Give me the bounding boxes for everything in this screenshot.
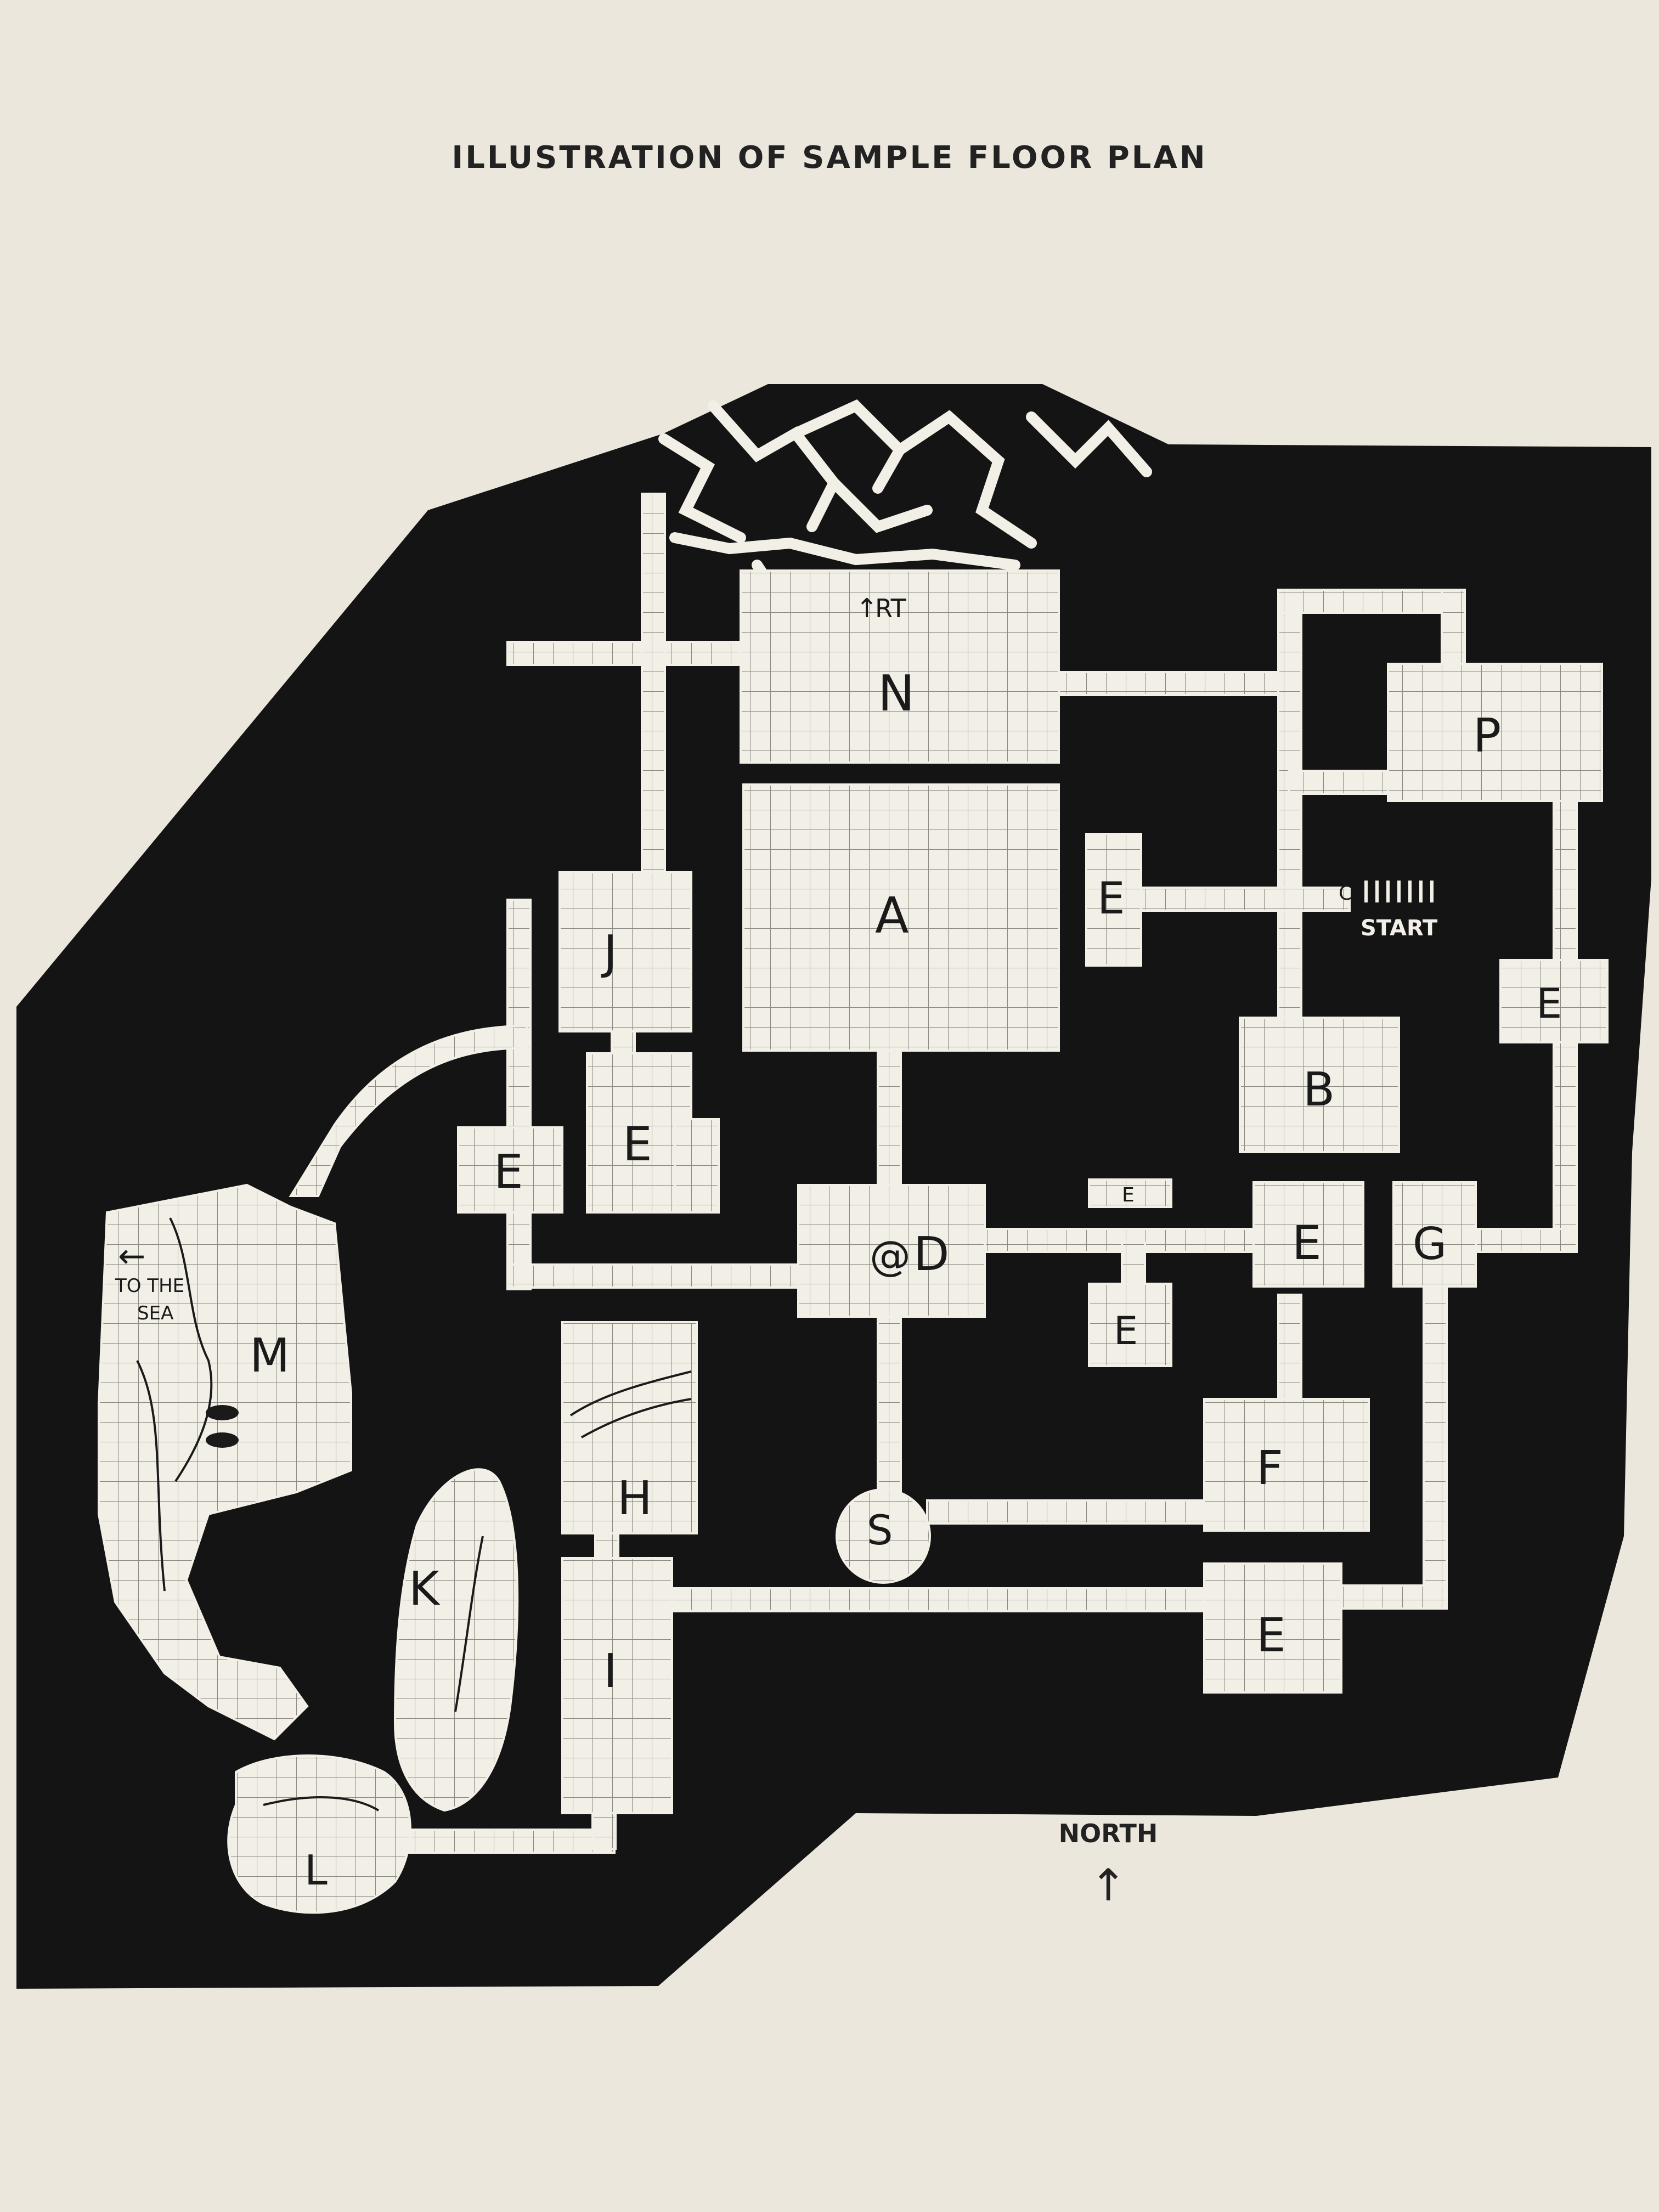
label-I: I [603, 1644, 617, 1699]
start-c-label: C [1339, 882, 1352, 905]
room-H [561, 1321, 698, 1534]
to-the-label: TO THE [115, 1275, 184, 1297]
label-B: B [1303, 1063, 1335, 1117]
label-E-west: E [494, 1145, 523, 1199]
sea-label: SEA [137, 1302, 173, 1324]
room-labels: N A P J E E B E E @ D E E E G F S M H K … [250, 665, 1562, 1894]
label-E-small-2: E [1114, 1308, 1138, 1353]
rooms [98, 569, 1609, 1914]
room-E-small-1 [1088, 1178, 1172, 1208]
stone-marker-1 [206, 1405, 239, 1420]
start-label: START [1361, 916, 1438, 941]
sea-arrow-icon: ← [118, 1237, 145, 1276]
room-S [836, 1488, 931, 1584]
north-arrow-icon: ↑ [1090, 1860, 1127, 1911]
room-L [227, 1754, 411, 1914]
label-D: D [913, 1227, 949, 1282]
rt-label: RT [875, 594, 907, 623]
label-L: L [304, 1846, 328, 1894]
room-E-south [1203, 1562, 1342, 1694]
label-J: J [601, 926, 617, 980]
label-D-marker: @ [870, 1232, 911, 1280]
room-G [1392, 1181, 1477, 1288]
stream-lines [136, 1217, 692, 1812]
room-E-east [1499, 959, 1609, 1043]
room-E-centre [1252, 1181, 1364, 1288]
label-S: S [867, 1506, 893, 1554]
room-A [742, 783, 1060, 1052]
room-E-small-2 [1088, 1283, 1172, 1367]
room-P [1387, 663, 1603, 802]
room-B [1239, 1017, 1400, 1153]
page-title: ILLUSTRATION OF SAMPLE FLOOR PLAN [452, 140, 1207, 176]
label-P: P [1473, 709, 1501, 763]
room-F [1203, 1398, 1370, 1532]
label-E-east-A: E [1097, 873, 1125, 924]
label-H: H [617, 1471, 652, 1526]
label-F: F [1256, 1441, 1283, 1496]
label-E-small-1: E [1122, 1184, 1135, 1206]
room-E-east-A [1085, 833, 1142, 967]
room-K [393, 1468, 519, 1812]
room-I [561, 1557, 673, 1814]
north-label: NORTH [1058, 1819, 1158, 1848]
label-E-J: E [623, 1118, 652, 1172]
room-E-J-wing [674, 1118, 720, 1214]
label-A: A [875, 887, 909, 945]
label-K: K [409, 1562, 441, 1616]
room-E-west [457, 1126, 563, 1214]
annotations: ↑ RT C START ← TO THE SEA [115, 593, 1438, 1324]
stone-marker-2 [206, 1432, 239, 1448]
room-J [558, 871, 692, 1032]
label-E-centre: E [1292, 1216, 1322, 1271]
start-stairs-icon [1364, 881, 1434, 902]
room-N [740, 569, 1060, 764]
label-G: G [1413, 1218, 1447, 1269]
room-D [797, 1184, 986, 1318]
rt-arrow-icon: ↑ [856, 593, 878, 624]
label-N: N [878, 665, 915, 723]
label-M: M [250, 1329, 290, 1383]
label-E-east: E [1536, 979, 1562, 1028]
room-M [98, 1183, 352, 1741]
label-E-south: E [1256, 1609, 1286, 1663]
